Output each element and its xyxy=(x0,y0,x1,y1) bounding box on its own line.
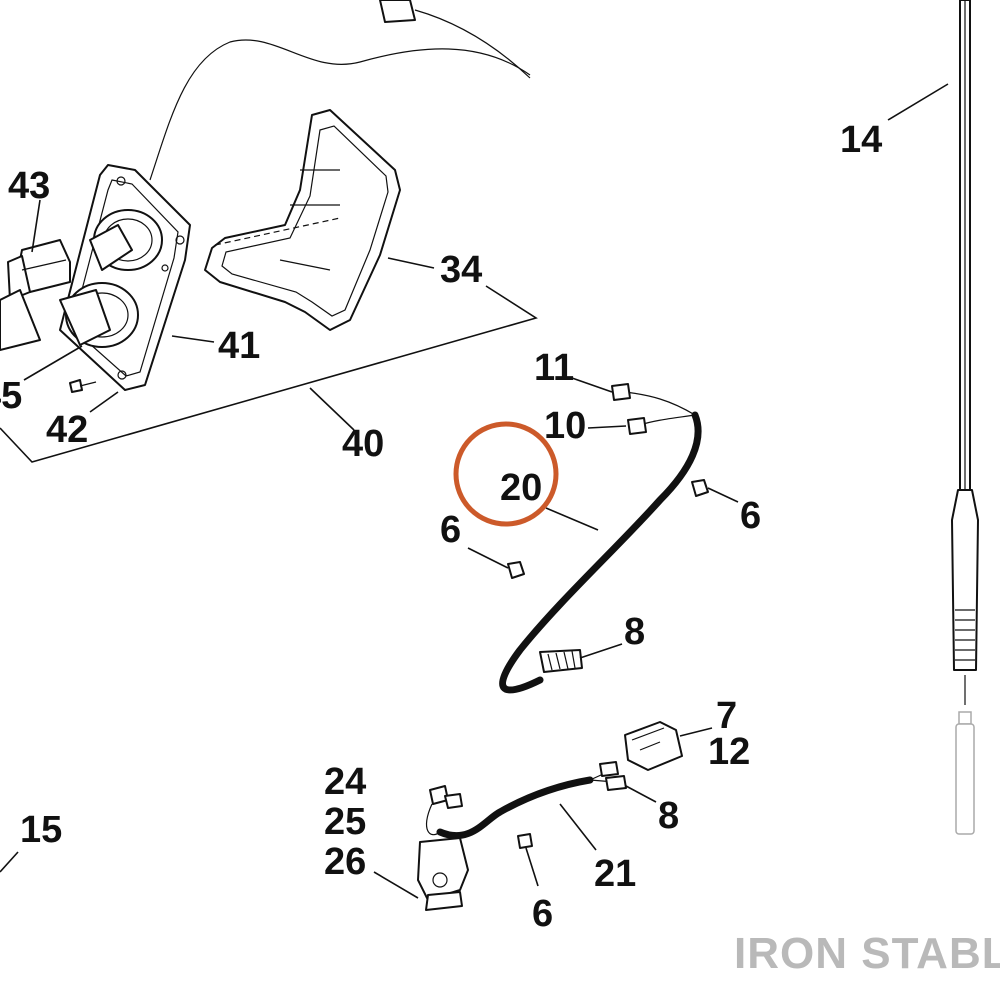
leader-7-12 xyxy=(679,727,713,737)
callout-25: 25 xyxy=(324,801,366,843)
callout-6c: 6 xyxy=(532,893,553,935)
callout-26: 26 xyxy=(324,841,366,883)
leader-8b xyxy=(625,785,657,803)
leader-6c xyxy=(525,847,539,887)
bracket-26 xyxy=(417,837,469,901)
leader-6b xyxy=(707,487,739,503)
callout-42: 42 xyxy=(46,409,88,451)
switch-housing-assembly xyxy=(0,0,531,393)
watermark-text: IRON STABLE xyxy=(734,929,1000,978)
highlight-circle xyxy=(453,421,559,527)
callout-15: 15 xyxy=(20,809,62,851)
callout-8a: 8 xyxy=(624,611,645,653)
leader-40-bracket xyxy=(0,285,538,463)
antenna-base xyxy=(951,489,979,671)
leader-10 xyxy=(587,425,627,429)
leader-24-26 xyxy=(373,871,419,899)
callout-8b: 8 xyxy=(658,795,679,837)
leader-21 xyxy=(559,803,597,851)
bezel-34 xyxy=(204,109,401,331)
leader-45 xyxy=(23,345,83,381)
callout-14: 14 xyxy=(840,119,882,161)
leader-40 xyxy=(309,387,355,431)
connector-8b xyxy=(605,775,627,791)
callout-10: 10 xyxy=(544,405,586,447)
leader-8a xyxy=(579,643,623,659)
callout-41: 41 xyxy=(218,325,260,367)
leader-20 xyxy=(545,507,599,531)
clip-6b xyxy=(691,479,709,497)
harness-21 xyxy=(417,721,683,911)
leader-14 xyxy=(887,83,949,121)
antenna-part xyxy=(951,0,979,835)
clip-6c xyxy=(517,833,533,849)
callout-6b: 6 xyxy=(740,495,761,537)
callout-21: 21 xyxy=(594,853,636,895)
callout-6a: 6 xyxy=(440,509,461,551)
callout-7: 7 xyxy=(716,695,737,737)
callout-24: 24 xyxy=(324,761,366,803)
callout-43: 43 xyxy=(8,165,50,207)
leader-41 xyxy=(171,335,215,343)
leader-11 xyxy=(571,377,613,393)
connector-8a xyxy=(539,649,583,673)
connector-11 xyxy=(611,383,631,401)
callout-20: 20 xyxy=(500,467,542,509)
connector-7-12 xyxy=(624,721,683,771)
leader-34 xyxy=(387,257,435,269)
leader-43 xyxy=(31,199,41,253)
callout-34: 34 xyxy=(440,249,482,291)
harness-20 xyxy=(499,383,709,694)
leader-15 xyxy=(0,851,19,873)
connector-10 xyxy=(627,417,647,435)
clip-6a xyxy=(507,561,525,579)
mounting-plate xyxy=(59,164,191,391)
callout-40: 40 xyxy=(342,423,384,465)
antenna-stub xyxy=(955,723,975,835)
callout-12: 12 xyxy=(708,731,750,773)
callout-11: 11 xyxy=(534,347,574,389)
leader-6a xyxy=(467,547,509,569)
leader-42 xyxy=(89,391,119,413)
callout-45: 45 xyxy=(0,375,22,417)
